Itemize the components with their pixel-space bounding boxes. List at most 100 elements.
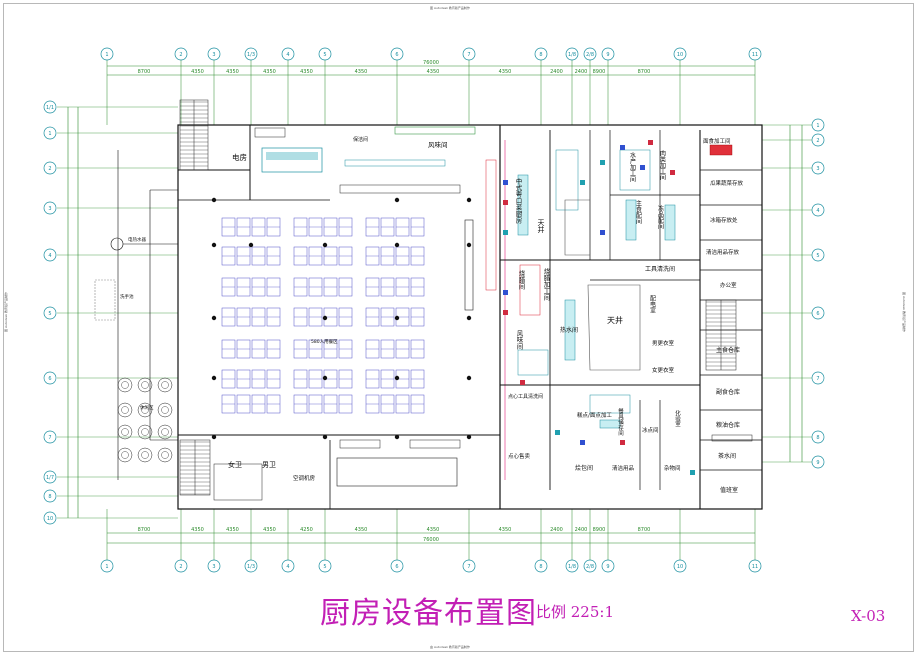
right-axis-label: 2 (816, 138, 819, 144)
left-axis-bubble (43, 126, 57, 140)
room-can-ju-jian: 餐具储存间 (617, 407, 624, 437)
bottom-axis-label: 11 (752, 564, 758, 570)
top-axis-bubble (462, 47, 476, 61)
top-axis-label: 1/3 (247, 52, 255, 58)
room-shao-la-jia-gong: 烧腊加工间 (542, 267, 550, 302)
top-axis-bubble (318, 47, 332, 61)
courtyard (564, 199, 641, 371)
equipment-marker (503, 230, 508, 235)
room-zhu-shi-pei-jian: 主食配间 (635, 199, 642, 225)
side-area-label-2: 休闲区 (140, 404, 154, 411)
equipment-marker (503, 290, 508, 295)
room-dian-xin-gong-ju: 点心工具清洗间 (508, 393, 543, 400)
top-axis-bubble (174, 47, 188, 61)
left-axis-label: 3 (48, 206, 51, 212)
room-zhong-shi: 中式粤口菜厨房 (514, 177, 522, 225)
room-pei-dian-shi: 配电室 (649, 295, 656, 313)
structural-columns (211, 197, 472, 440)
left-axis-label: 6 (48, 376, 51, 382)
bottom-axis-bubble (318, 559, 332, 573)
bottom-axis-label: 6 (395, 564, 398, 570)
top-axis-label: 6 (395, 52, 398, 58)
room-nv-wei: 女卫 (228, 460, 242, 469)
bottom-dimension: 2400 (575, 527, 588, 533)
bottom-dimension: 8900 (593, 527, 606, 533)
top-axis-label: 10 (677, 52, 683, 58)
round-table (117, 377, 133, 393)
bottom-dimension: 4350 (226, 527, 239, 533)
structural-column (211, 315, 217, 321)
right-axis-label: 7 (816, 376, 819, 382)
bottom-axis-label: 10 (677, 564, 683, 570)
right-axis-bubble (811, 161, 825, 175)
top-dimension: 4350 (355, 69, 368, 75)
left-axis-bubble (43, 306, 57, 320)
room-kong-tiao: 空调机房 (293, 474, 316, 482)
top-axis-label: 9 (606, 52, 609, 58)
structural-column (211, 242, 217, 248)
top-axis-bubble (207, 47, 221, 61)
bottom-axis-bubble (601, 559, 615, 573)
room-rou-lei-jia-gong: 肉类加工间 (659, 149, 666, 181)
top-axis-bubble (748, 47, 762, 61)
top-dimension: 2400 (550, 69, 563, 75)
top-dimension: 8700 (138, 69, 151, 75)
round-table (117, 447, 133, 463)
bottom-axis-label: 1 (105, 564, 108, 570)
right-axis-bubble (811, 248, 825, 262)
structural-column (394, 434, 400, 440)
left-axis-bubble (43, 161, 57, 175)
bottom-axis-bubble (462, 559, 476, 573)
room-hua-yan-shi: 化验室 (674, 409, 681, 427)
room-za-wu-jian: 杂物间 (664, 464, 681, 472)
equipment-marker (503, 200, 508, 205)
left-axis-bubble (43, 489, 57, 503)
dining-tables (221, 217, 425, 414)
bottom-axis-bubble (281, 559, 295, 573)
right-axis-bubble (811, 133, 825, 147)
room-zhi-ban-shi: 值班室 (720, 486, 738, 494)
right-axis-label: 1 (816, 123, 819, 129)
left-axis-label: 1/1 (46, 105, 54, 111)
top-axis-bubble (673, 47, 687, 61)
structural-column (466, 242, 472, 248)
equipment-marker (600, 230, 605, 235)
bottom-axis-bubble (207, 559, 221, 573)
left-axis-label: 10 (47, 516, 53, 522)
bottom-dimension: 4350 (499, 527, 512, 533)
right-axis-bubble (811, 118, 825, 132)
staircase-top-left (179, 99, 209, 171)
room-feng-chu-jian: 风味间 (428, 140, 448, 149)
equipment-marker (620, 145, 625, 150)
bottom-axis-bubble (174, 559, 188, 573)
water-heater-label: 电热水器 (128, 236, 146, 243)
structural-column (322, 434, 328, 440)
top-total-dimension: 76000 (423, 60, 439, 66)
room-hui-bao-jian: 烩包间 (575, 464, 593, 472)
room-guo-shu: 瓜果蔬菜存放 (710, 179, 744, 187)
staircase-bottom-left (179, 439, 211, 496)
equipment-marker (620, 440, 625, 445)
top-dimension: 4350 (427, 69, 440, 75)
equipment-marker (520, 380, 525, 385)
top-axis-label: 1/8 (568, 52, 576, 58)
top-axis-bubble (244, 47, 258, 61)
bottom-axis-label: 9 (606, 564, 609, 570)
top-dimension: 4350 (499, 69, 512, 75)
equipment-marker (670, 170, 675, 175)
round-table (137, 377, 153, 393)
room-bing-dian-jian: 冰点间 (642, 426, 659, 434)
room-mian-dian-jia-gong: 糕点/面点加工 (577, 411, 612, 419)
bottom-axis-bubble (534, 559, 548, 573)
left-axis-bubble (43, 100, 57, 114)
bottom-axis-bubble (244, 559, 258, 573)
room-nan-wei: 男卫 (262, 461, 276, 469)
top-axis-bubble (534, 47, 548, 61)
right-axis-label: 5 (816, 253, 819, 259)
top-axis-bubble (601, 47, 615, 61)
top-axis-bubble (100, 47, 114, 61)
top-axis-label: 4 (286, 52, 289, 58)
structural-column (211, 197, 217, 203)
